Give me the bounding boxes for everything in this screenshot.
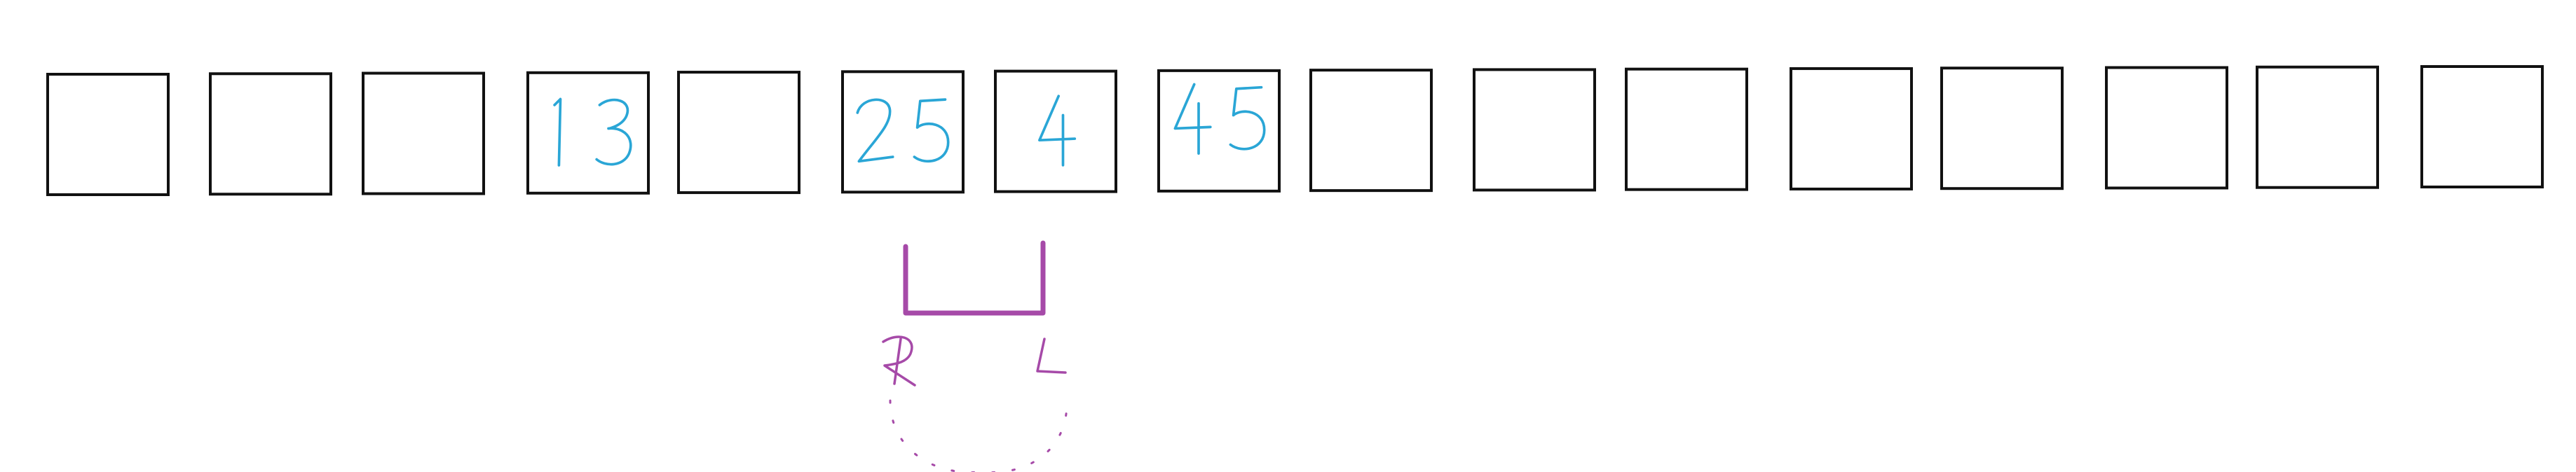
array-cell-1 xyxy=(209,72,332,196)
array-cell-15 xyxy=(2420,65,2544,188)
cell-value-3: 13 xyxy=(553,97,632,167)
right-pointer-label: L xyxy=(1036,338,1067,374)
array-cell-6 xyxy=(994,69,1117,193)
digit-4-glyph xyxy=(1173,83,1212,155)
pointer-annotation: RL xyxy=(882,240,1068,472)
array-cell-8 xyxy=(1309,69,1433,193)
pointer-bracket xyxy=(903,240,1046,316)
cell-value-5: 25 xyxy=(856,98,950,163)
array-cell-14 xyxy=(2256,65,2379,189)
array-cell-5 xyxy=(841,70,965,194)
digit-5-glyph xyxy=(913,98,950,163)
array-cell-9 xyxy=(1473,68,1596,192)
array-cell-7 xyxy=(1157,69,1281,193)
digit-3-glyph xyxy=(595,98,632,166)
digit-5-glyph xyxy=(1229,85,1266,151)
array-cell-13 xyxy=(2105,66,2228,190)
letter-r-glyph xyxy=(882,335,916,387)
array-cell-10 xyxy=(1625,67,1748,191)
cell-value-7: 45 xyxy=(1173,83,1266,155)
array-cell-0 xyxy=(46,73,170,196)
array-cell-11 xyxy=(1790,67,1913,190)
array-cell-3 xyxy=(526,71,650,195)
array-cell-12 xyxy=(1940,67,2064,190)
digit-2-glyph xyxy=(856,98,894,163)
left-pointer-label: R xyxy=(882,335,916,387)
array-cells xyxy=(46,65,2544,196)
digit-1-glyph xyxy=(553,97,562,167)
handwritten-values: 13 25 4 45 xyxy=(553,83,1266,167)
array-cell-4 xyxy=(677,71,800,195)
cell-value-6: 4 xyxy=(1038,95,1077,167)
dotted-swap-arc xyxy=(889,399,1068,472)
array-cell-2 xyxy=(362,71,485,195)
letter-l-glyph xyxy=(1036,338,1067,374)
digit-4-glyph xyxy=(1038,95,1077,167)
